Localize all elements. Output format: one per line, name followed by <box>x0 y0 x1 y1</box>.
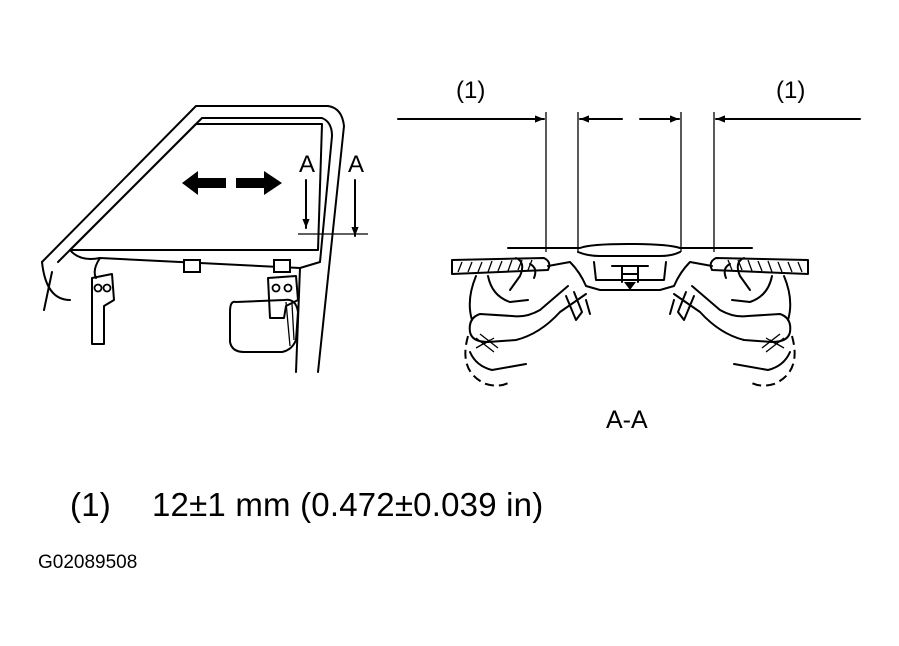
caption-text: 12±1 mm (0.472±0.039 in) <box>152 486 544 523</box>
move-arrow-right-icon <box>236 171 282 195</box>
bracket-hole-right-2 <box>283 283 293 293</box>
lower-contour-right <box>733 351 791 371</box>
move-arrow-left-icon <box>182 171 226 195</box>
glass-holder-right <box>273 259 291 273</box>
bolt-left <box>475 333 499 353</box>
section-aa-view: (1) (1) <box>397 77 861 434</box>
rail-left <box>451 257 551 275</box>
glass-holder-left <box>183 259 201 273</box>
section-view-title: A-A <box>606 406 648 434</box>
bracket-hole-left-2 <box>102 283 112 293</box>
bolt-right <box>761 333 785 353</box>
regulator-motor-detail <box>285 301 295 347</box>
section-marker-right: A <box>348 151 364 178</box>
center-clip <box>611 265 649 283</box>
rail-left-inner <box>509 257 537 291</box>
regulator-bracket-right <box>267 275 299 319</box>
rail-right-inner <box>723 257 751 291</box>
regulator-bracket-left <box>91 273 115 345</box>
rail-left-hatch <box>457 259 533 273</box>
center-clip-arrow <box>624 282 636 290</box>
regulator-motor <box>229 298 299 353</box>
door-sash-frame <box>41 105 345 373</box>
rail-right-hatch <box>727 259 803 273</box>
glass-plate-section <box>507 243 753 249</box>
outer-shell-left <box>468 275 529 321</box>
rail-right <box>709 257 809 275</box>
section-marker-left: A <box>299 151 315 178</box>
outer-shell-right <box>731 275 792 321</box>
door-lower-edge <box>43 257 301 373</box>
dashed-contour-left <box>464 335 511 387</box>
regulator-arm-right <box>673 285 792 343</box>
clip-left <box>565 291 591 321</box>
door-inner-frame <box>57 117 333 263</box>
regulator-arm-left <box>468 285 587 343</box>
figure-id: G02089508 <box>38 552 138 573</box>
clip-right <box>669 291 695 321</box>
dimension-caption: (1) 12±1 mm (0.472±0.039 in) <box>70 486 543 524</box>
bracket-hole-left-1 <box>93 283 103 293</box>
lower-contour-left <box>469 351 527 371</box>
door-window-view: A A <box>41 105 368 373</box>
holder-inner <box>593 261 667 281</box>
callout-right: (1) <box>776 77 805 104</box>
callout-left: (1) <box>456 77 485 104</box>
glass-holder-top <box>577 251 681 257</box>
caption-number: (1) <box>70 486 111 523</box>
belt-line <box>41 249 321 301</box>
bracket-hole-right-1 <box>271 283 281 293</box>
window-glass <box>69 123 323 251</box>
dashed-contour-right <box>749 335 796 387</box>
